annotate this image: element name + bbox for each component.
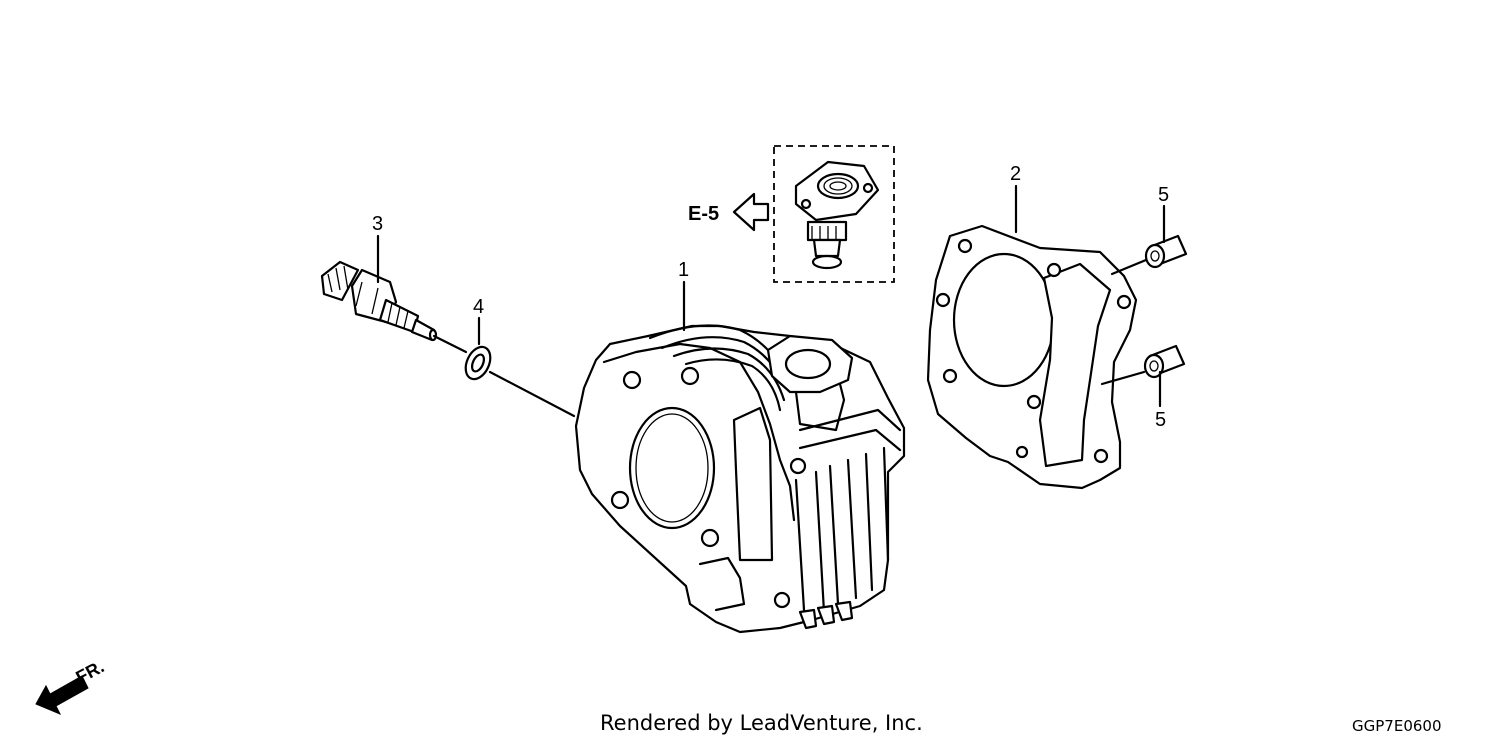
axis-line-pin-bottom: [1100, 370, 1146, 386]
callout-part-2[interactable]: 2: [1010, 163, 1021, 185]
axis-line-washer: [488, 370, 576, 418]
dowel-pin-part-5-bottom[interactable]: [1143, 344, 1186, 379]
cylinder-part-1[interactable]: [574, 324, 906, 634]
callout-part-4[interactable]: 4: [473, 296, 484, 318]
axis-line-sensor: [432, 334, 468, 354]
reference-box: [773, 145, 895, 283]
axis-line-pin-top: [1110, 258, 1148, 276]
sensor-part-3[interactable]: [320, 260, 438, 342]
callout-part-5-top[interactable]: 5: [1158, 184, 1169, 206]
callout-part-3[interactable]: 3: [372, 213, 383, 235]
front-direction-arrow-icon: [35, 675, 89, 715]
dowel-pin-part-5-top[interactable]: [1144, 234, 1188, 269]
washer-part-4[interactable]: [461, 343, 495, 383]
diagram-code: GGP7E0600: [1352, 717, 1442, 735]
reference-label[interactable]: E-5: [688, 203, 719, 225]
gasket-part-2[interactable]: [926, 224, 1138, 490]
reference-arrow-icon: [732, 192, 770, 232]
tensioner-part-reference[interactable]: [794, 160, 880, 270]
callout-part-5-bottom[interactable]: 5: [1155, 409, 1166, 431]
callout-part-1[interactable]: 1: [678, 259, 689, 281]
render-credit: Rendered by LeadVenture, Inc.: [600, 711, 923, 735]
